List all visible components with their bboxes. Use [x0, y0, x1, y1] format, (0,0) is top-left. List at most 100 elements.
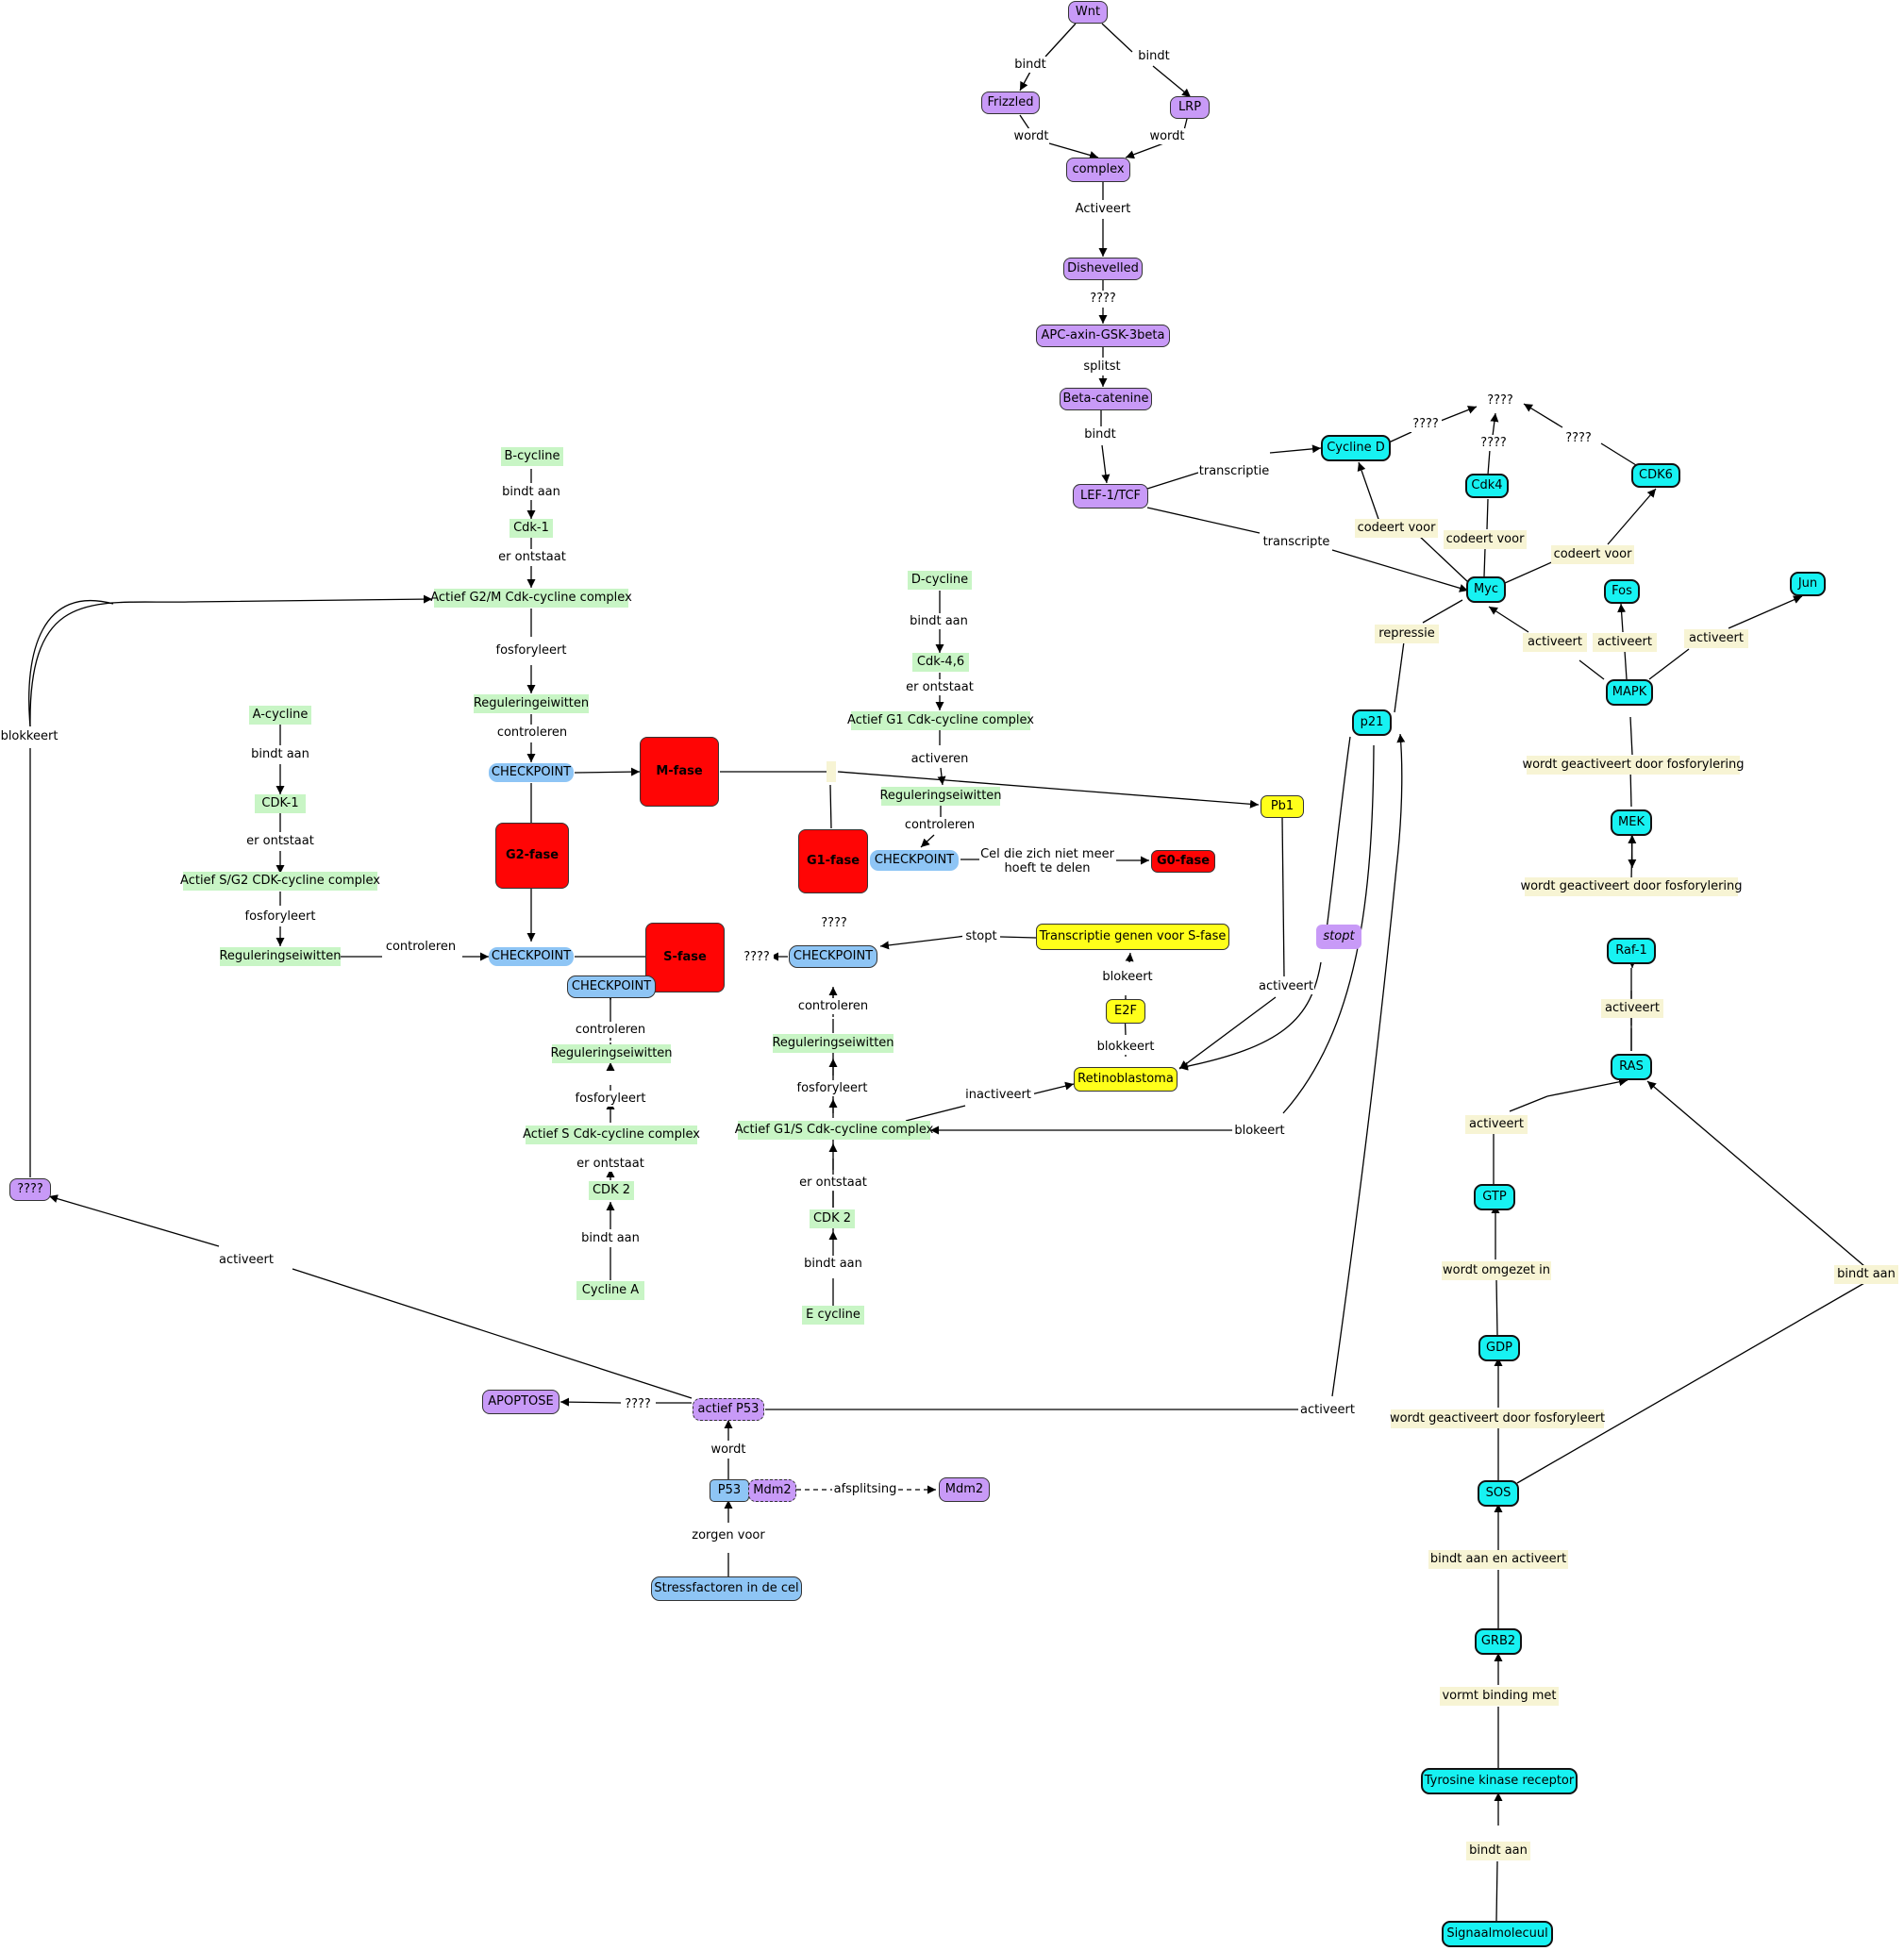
label-question: ???? — [1087, 291, 1119, 307]
edge — [905, 1105, 966, 1122]
node-actief-p53[interactable]: actief P53 — [693, 1398, 764, 1421]
node-retinoblastoma[interactable]: Retinoblastoma — [1074, 1067, 1177, 1092]
node-apc-axin-gsk3beta[interactable]: APC-axin-GSK-3beta — [1036, 325, 1170, 347]
label-wordt: wordt — [1149, 128, 1185, 144]
node-dishevelled[interactable]: Dishevelled — [1063, 258, 1143, 280]
edge — [1019, 114, 1030, 130]
label-question: ???? — [740, 949, 774, 965]
node-actief-g1-complex[interactable]: Actief G1 Cdk-cycline complex — [847, 711, 1034, 730]
node-cdk1[interactable]: Cdk-1 — [509, 519, 553, 538]
node-mapk[interactable]: MAPK — [1606, 679, 1653, 706]
node-stopt-label: stopt — [1323, 929, 1355, 943]
node-reguleringeiwitten[interactable]: Reguleringeiwitten — [474, 694, 589, 713]
node-reguleringseiwitten-g1[interactable]: Reguleringseiwitten — [879, 787, 1002, 806]
node-gdp[interactable]: GDP — [1478, 1335, 1520, 1361]
edge — [1331, 549, 1469, 592]
label-controleren: controleren — [575, 1022, 646, 1038]
node-cdk6[interactable]: CDK6 — [1631, 463, 1680, 488]
label-vormt-binding-met: vormt binding met — [1440, 1687, 1559, 1706]
node-grb2[interactable]: GRB2 — [1475, 1628, 1522, 1655]
node-beta-catenine[interactable]: Beta-catenine — [1060, 388, 1152, 410]
node-cdk2-g1s[interactable]: CDK 2 — [810, 1209, 855, 1228]
node-mdm2[interactable]: Mdm2 — [939, 1477, 990, 1502]
label-wordt: wordt — [1013, 128, 1049, 144]
node-tyrosine-kinase-receptor[interactable]: Tyrosine kinase receptor — [1421, 1768, 1578, 1794]
node-mek[interactable]: MEK — [1611, 809, 1652, 836]
label-repressie: repressie — [1375, 625, 1439, 643]
label-blokeert: blokeert — [1100, 969, 1155, 985]
node-lef1-tcf[interactable]: LEF-1/TCF — [1073, 484, 1148, 509]
label-blokkeert: blokkeert — [0, 728, 58, 744]
label-activeert: activeert — [1593, 633, 1657, 652]
label-bindt: bindt — [1013, 57, 1047, 73]
label-question: ???? — [1478, 435, 1510, 451]
node-frizzled[interactable]: Frizzled — [981, 92, 1040, 114]
node-cdk2-s[interactable]: CDK 2 — [589, 1181, 634, 1200]
node-raf1[interactable]: Raf-1 — [1607, 938, 1656, 964]
node-g0-fase[interactable]: G0-fase — [1151, 850, 1215, 873]
node-cdk1-a[interactable]: CDK-1 — [255, 794, 306, 813]
node-m-fase[interactable]: M-fase — [640, 737, 719, 807]
node-stopt[interactable]: stopt — [1316, 925, 1361, 949]
node-pb1[interactable]: Pb1 — [1261, 795, 1304, 818]
edge — [560, 1397, 622, 1407]
node-reguleringseiwitten-sg2[interactable]: Reguleringseiwitten — [219, 947, 342, 966]
node-d-cycline[interactable]: D-cycline — [908, 571, 972, 590]
label-codeert-voor: codeert voor — [1551, 545, 1634, 564]
label-er-ontstaat: er ontstaat — [574, 1156, 647, 1172]
edge — [1281, 816, 1285, 977]
node-signaalmolecuul[interactable]: Signaalmolecuul — [1442, 1921, 1553, 1947]
node-p21[interactable]: p21 — [1352, 709, 1392, 736]
edge — [292, 1268, 693, 1399]
label-controleren: controleren — [496, 725, 568, 741]
node-checkpoint-g1[interactable]: CHECKPOINT — [870, 850, 959, 871]
node-cdk46[interactable]: Cdk-4,6 — [912, 653, 969, 672]
node-reguleringseiwitten-s[interactable]: Reguleringseiwitten — [550, 1044, 673, 1063]
node-p53[interactable]: P53 — [710, 1479, 749, 1502]
node-mdm2-bound[interactable]: Mdm2 — [748, 1479, 796, 1502]
node-actief-sg2-complex[interactable]: Actief S/G2 CDK-cycline complex — [180, 872, 380, 891]
label-bindt-aan: bindt aan — [1466, 1842, 1530, 1860]
label-fosforyleert: fosforyleert — [494, 642, 568, 659]
node-cdk4[interactable]: Cdk4 — [1465, 474, 1509, 498]
node-b-cycline[interactable]: B-cycline — [501, 447, 563, 466]
node-cycline-d[interactable]: Cycline D — [1321, 435, 1391, 461]
label-blokkeert: blokkeert — [1095, 1039, 1156, 1055]
label-bindt-aan: bindt aan — [249, 746, 311, 762]
node-checkpoint-g2m[interactable]: CHECKPOINT — [489, 763, 574, 782]
edge — [1628, 834, 1637, 881]
node-actief-g2m-complex[interactable]: Actief G2/M Cdk-cycline complex — [430, 589, 632, 608]
node-lrp[interactable]: LRP — [1170, 96, 1210, 119]
edge — [1152, 65, 1192, 98]
node-actief-s-complex[interactable]: Actief S Cdk-cycline complex — [523, 1126, 700, 1144]
node-wnt[interactable]: Wnt — [1068, 1, 1108, 24]
node-e2f[interactable]: E2F — [1106, 999, 1145, 1024]
node-complex[interactable]: complex — [1066, 158, 1130, 182]
node-actief-g1s-complex[interactable]: Actief G1/S Cdk-cycline complex — [735, 1121, 933, 1140]
node-question-left[interactable]: ???? — [9, 1178, 51, 1201]
node-cycline-a[interactable]: Cycline A — [576, 1281, 644, 1300]
node-stressfactoren[interactable]: Stressfactoren in de cel — [651, 1576, 802, 1601]
edge — [1495, 1860, 1498, 1922]
node-jun[interactable]: Jun — [1790, 572, 1826, 596]
node-s-fase[interactable]: S-fase — [645, 923, 725, 992]
label-question: ???? — [1562, 430, 1595, 446]
node-checkpoint-g2[interactable]: CHECKPOINT — [489, 947, 574, 966]
node-g2-fase[interactable]: G2-fase — [495, 823, 569, 889]
node-a-cycline[interactable]: A-cycline — [249, 706, 311, 725]
node-fos[interactable]: Fos — [1604, 579, 1640, 604]
node-apoptose[interactable]: APOPTOSE — [482, 1390, 560, 1414]
node-sos[interactable]: SOS — [1478, 1480, 1519, 1507]
node-gtp[interactable]: GTP — [1474, 1184, 1515, 1210]
node-checkpoint-s[interactable]: CHECKPOINT — [567, 976, 656, 998]
edge — [1600, 442, 1637, 466]
node-checkpoint-g1s[interactable]: CHECKPOINT — [789, 945, 877, 968]
node-transcriptie-genen-s-fase[interactable]: Transcriptie genen voor S-fase — [1036, 924, 1229, 950]
edge — [1495, 1278, 1498, 1336]
node-g1-fase[interactable]: G1-fase — [798, 829, 868, 893]
node-reguleringseiwitten-g1s[interactable]: Reguleringseiwitten — [772, 1034, 894, 1053]
node-e-cycline[interactable]: E cycline — [802, 1306, 864, 1325]
label-zorgen-voor: zorgen voor — [689, 1527, 768, 1543]
node-myc[interactable]: Myc — [1466, 576, 1506, 603]
node-ras[interactable]: RAS — [1611, 1054, 1652, 1080]
